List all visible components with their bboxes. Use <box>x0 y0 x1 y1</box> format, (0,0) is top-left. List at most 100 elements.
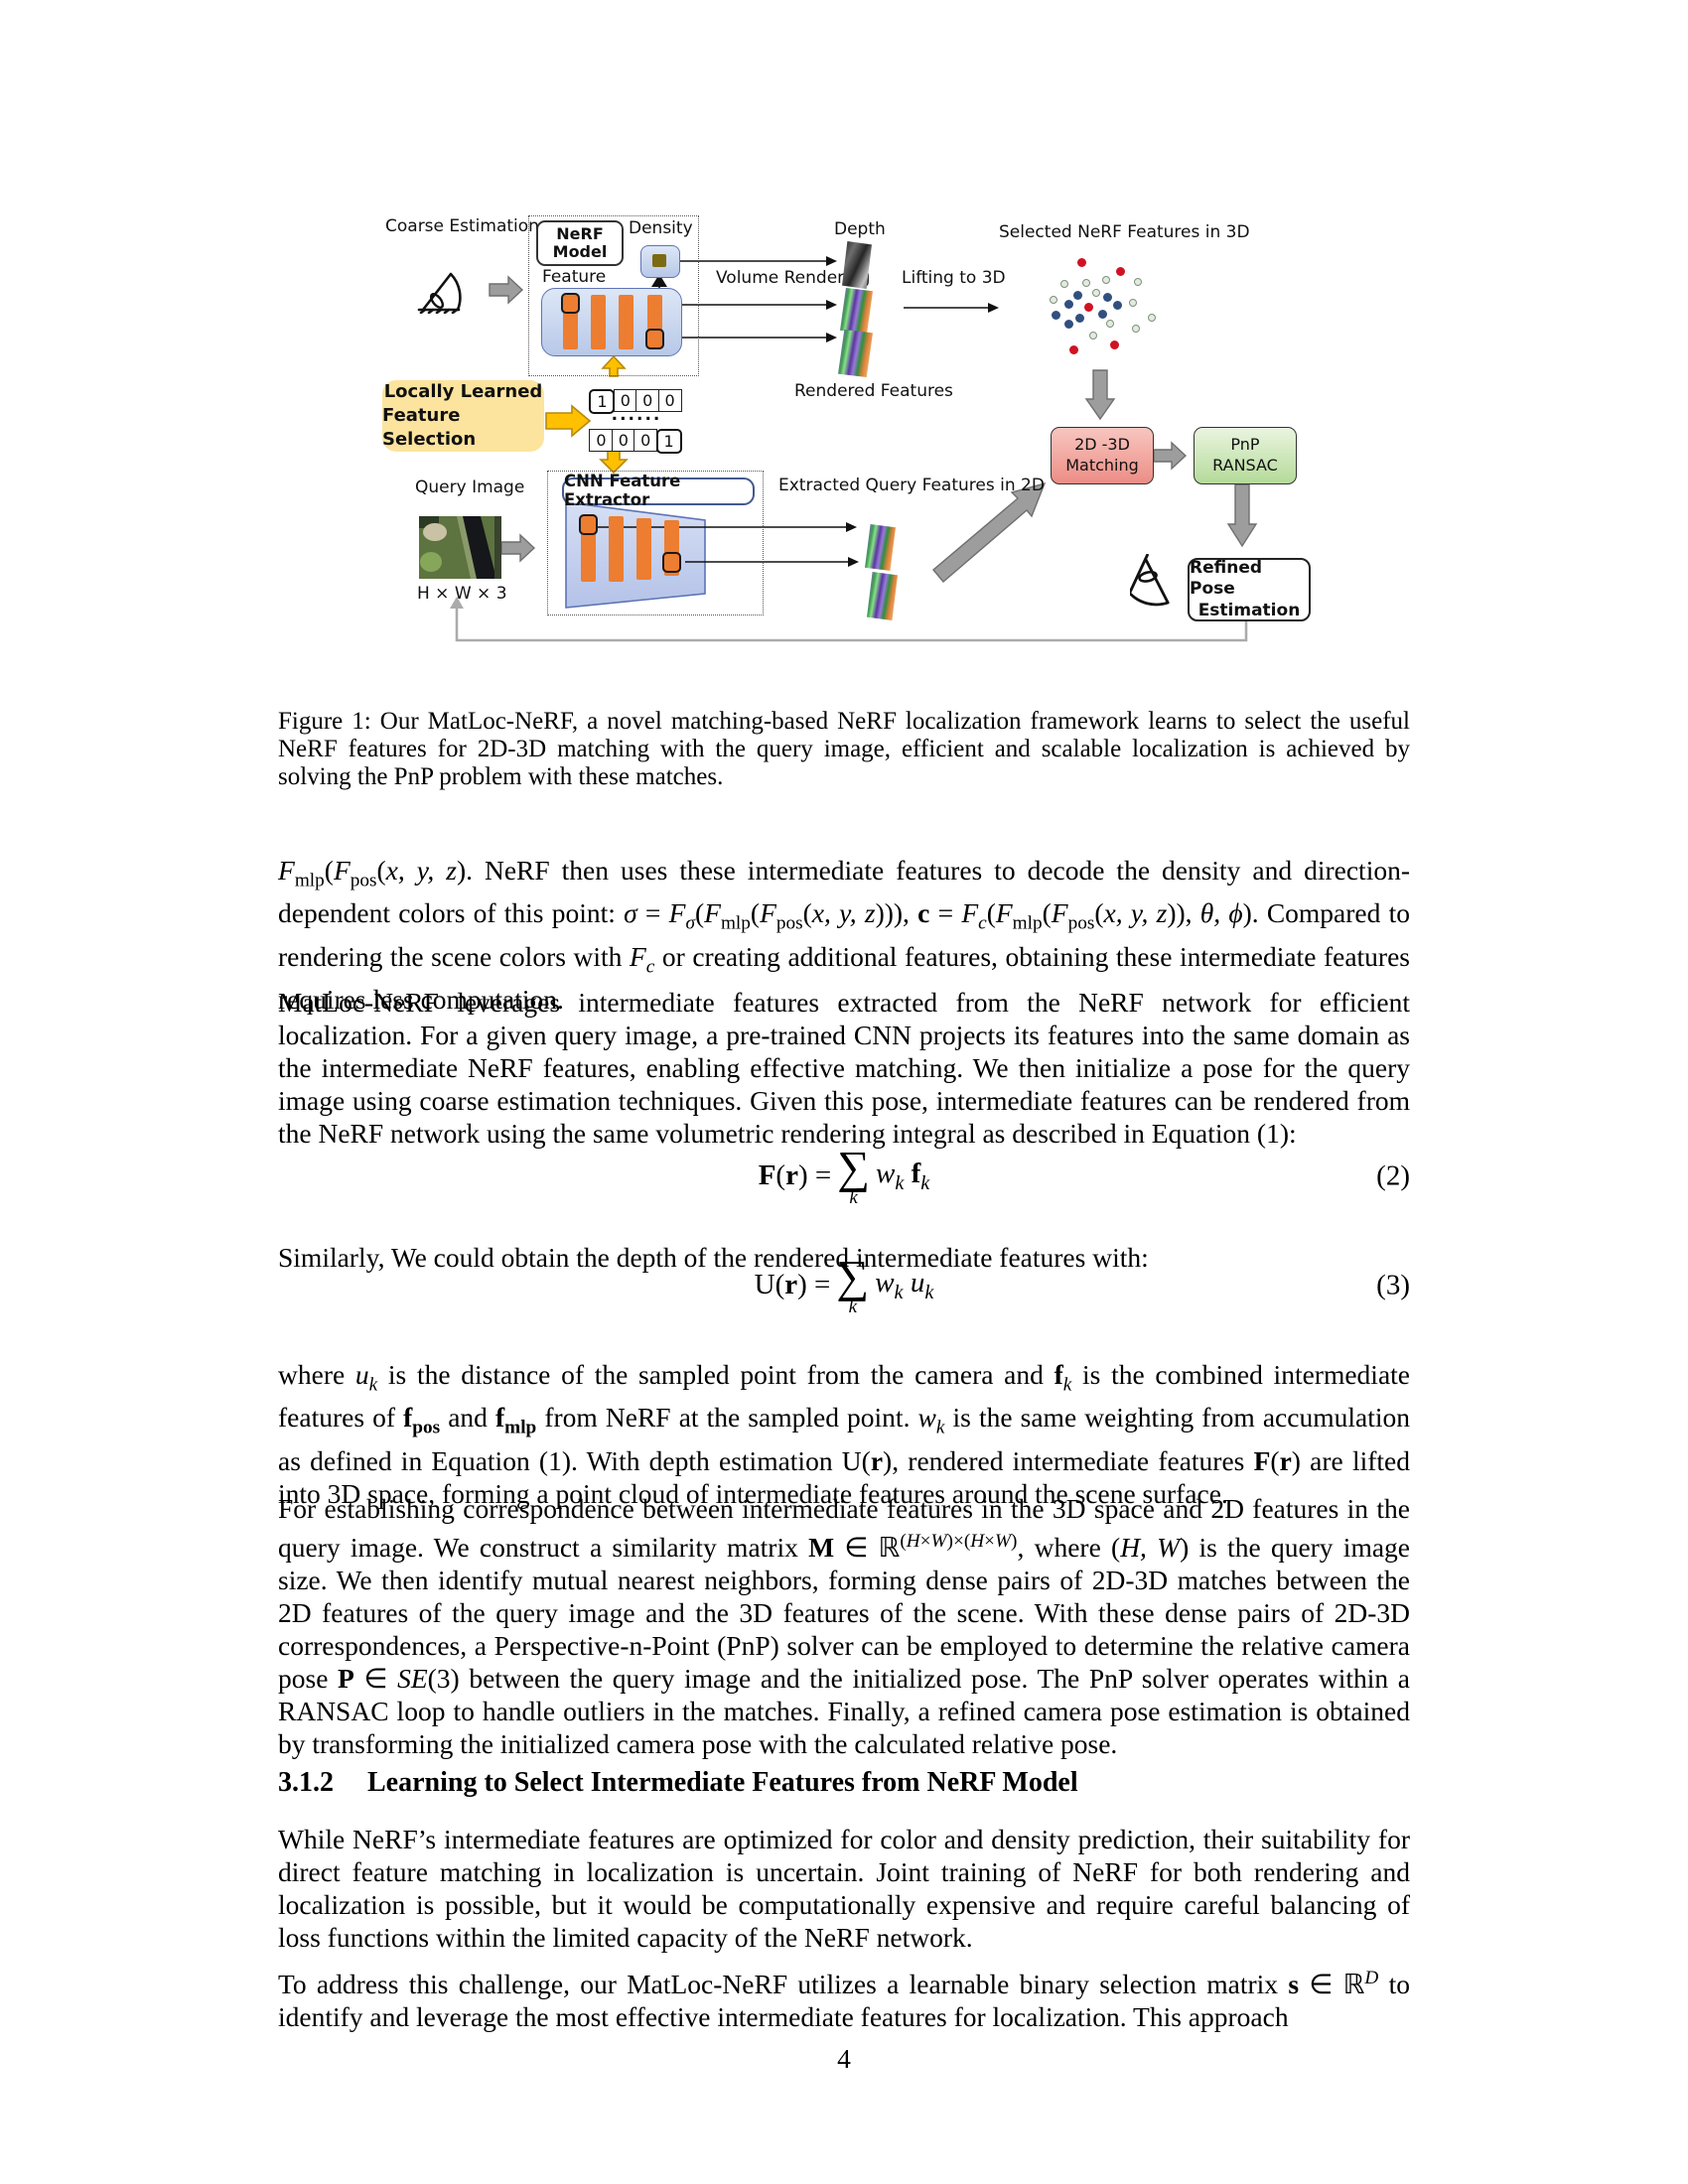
query-image-thumbnail <box>419 516 501 579</box>
depth-label: Depth <box>834 219 886 239</box>
volume-rendering-label: Volume Rendering <box>716 268 871 288</box>
matching-line1: 2D -3D <box>1074 435 1130 455</box>
lifting-to-3d-label: Lifting to 3D <box>902 268 1006 288</box>
paragraph-correspondence: For establishing correspondence between … <box>278 1492 1410 1759</box>
arrow-coarse-to-nerf <box>489 275 524 305</box>
scatter-dot <box>1148 314 1156 322</box>
scatter-dot <box>1077 258 1086 267</box>
paragraph-nerf-features: Fmlp(Fpos(x, y, z). NeRF then uses these… <box>278 854 1410 1016</box>
scatter-dot <box>1052 311 1060 320</box>
scatter-dot <box>1089 332 1097 340</box>
scatter-dot <box>1060 280 1068 288</box>
scatter-dot <box>1116 267 1125 276</box>
paragraph-matloc-leverages: MatLoc-NeRF leverages intermediate featu… <box>278 986 1410 1149</box>
density-label: Density <box>629 218 693 238</box>
nerf-model-line2: Model <box>552 242 608 261</box>
eq2-lhs: F(r) = <box>758 1160 832 1192</box>
scatter-dot <box>1102 276 1110 284</box>
section-number: 3.1.2 <box>278 1767 334 1798</box>
section-title: Learning to Select Intermediate Features… <box>367 1767 1078 1798</box>
equation-3-number: (3) <box>1376 1269 1410 1301</box>
selection-vector-row1: 1 0 0 0 <box>589 389 682 414</box>
equation-2: F(r) = ∑k wk fk (2) <box>278 1134 1410 1219</box>
refined-pose-box: Refined Pose Estimation <box>1188 558 1311 621</box>
cnn-container <box>547 471 764 615</box>
selection-bit: 1 <box>589 389 616 414</box>
arrow-selection-right <box>545 404 592 438</box>
cnn-extractor-label: CNN Feature Extractor <box>564 472 681 509</box>
selection-bit: 0 <box>633 429 658 452</box>
equation-2-number: (2) <box>1376 1160 1410 1192</box>
pnp-line2: RANSAC <box>1212 456 1278 475</box>
scatter-dot <box>1084 303 1093 312</box>
nerf-model-box: NeRF Model <box>536 220 624 266</box>
pnp-ransac-box: PnP RANSAC <box>1194 427 1297 484</box>
vector-ellipsis: ...... <box>611 405 662 425</box>
rendered-features-label: Rendered Features <box>794 381 953 401</box>
scatter-dot <box>1132 325 1140 333</box>
eq3-lhs: U(r) = <box>754 1269 831 1301</box>
depth-map-image <box>842 241 872 289</box>
paragraph-similarly: Similarly, We could obtain the depth of … <box>278 1241 1149 1273</box>
scatter-dot <box>1113 301 1122 310</box>
summation-symbol: ∑k <box>837 1142 871 1208</box>
scatter-dot <box>1106 320 1114 328</box>
extracted-feature-image <box>865 524 896 571</box>
page-number: 4 <box>837 2043 851 2074</box>
scatter-dot <box>1069 345 1078 354</box>
paragraph-where-uk: where uk is the distance of the sampled … <box>278 1358 1410 1509</box>
scatter-dot <box>1064 300 1073 309</box>
selected-features-label: Selected NeRF Features in 3D <box>999 222 1250 242</box>
selected-feature-cell <box>645 329 664 349</box>
rendered-feature-image <box>838 330 873 377</box>
feature-selection-line1: Locally Learned <box>383 380 543 402</box>
coarse-estimation-label: Coarse Estimation <box>385 216 539 236</box>
refined-camera-icon <box>1130 554 1170 607</box>
scatter-dot <box>1103 293 1112 302</box>
arrow-selection-to-cnn <box>599 450 629 475</box>
scatter-dot <box>1064 320 1073 329</box>
summation-symbol: ∑k <box>836 1251 870 1317</box>
arrow-pnp-to-refined <box>1226 483 1258 548</box>
scatter-dot <box>1075 314 1084 323</box>
selection-vector-row2: 0 0 0 1 <box>589 429 682 454</box>
feature-label: Feature <box>542 267 607 287</box>
selection-bit: 0 <box>611 429 635 452</box>
extracted-features-label: Extracted Query Features in 2D <box>778 476 1045 495</box>
arrow-matching-to-pnp <box>1153 441 1188 471</box>
figure-1-diagram: Coarse Estimation Density Feature Volume… <box>298 149 1311 657</box>
arrow-scatter-to-matching <box>1084 369 1116 421</box>
density-sample <box>652 254 666 267</box>
scatter-dot <box>1098 310 1107 319</box>
paragraph-to-address: To address this challenge, our MatLoc-Ne… <box>278 1967 1410 2032</box>
section-heading-312: 3.1.2 Learning to Select Intermediate Fea… <box>278 1767 1410 1799</box>
cnn-extractor-box: CNN Feature Extractor <box>562 472 755 509</box>
figure-caption: Figure 1: Our MatLoc-NeRF, a novel match… <box>278 708 1410 790</box>
feature-selection-box: Locally Learned Feature Selection <box>382 380 544 452</box>
matching-line2: Matching <box>1065 456 1139 475</box>
selection-bit: 0 <box>657 389 682 412</box>
matching-box: 2D -3D Matching <box>1051 427 1154 484</box>
density-box <box>640 245 680 278</box>
scatter-dot <box>1092 289 1100 297</box>
scatter-dot <box>1134 278 1142 286</box>
cnn-bar <box>636 518 651 580</box>
arrow-query-to-cnn <box>500 533 536 563</box>
selection-bit: 0 <box>589 429 614 452</box>
selected-query-cell <box>662 552 681 573</box>
nerf-model-line1: NeRF <box>556 223 604 243</box>
scatter-dot <box>1073 291 1082 300</box>
pnp-line1: PnP <box>1230 435 1260 455</box>
feature-selection-line2: Feature Selection <box>382 404 477 451</box>
eq2-rhs: wk fk <box>876 1158 930 1194</box>
arrow-features-to-matching <box>932 481 1047 583</box>
scatter-dot <box>1110 341 1119 349</box>
nerf-model-container <box>528 215 699 376</box>
eq3-rhs: wk uk <box>875 1267 934 1303</box>
selected-feature-cell <box>561 293 580 314</box>
scatter-dot <box>1129 299 1137 307</box>
feature-bar <box>591 295 606 349</box>
image-dims-label: H × W × 3 <box>417 584 507 604</box>
cnn-bar <box>609 516 624 582</box>
